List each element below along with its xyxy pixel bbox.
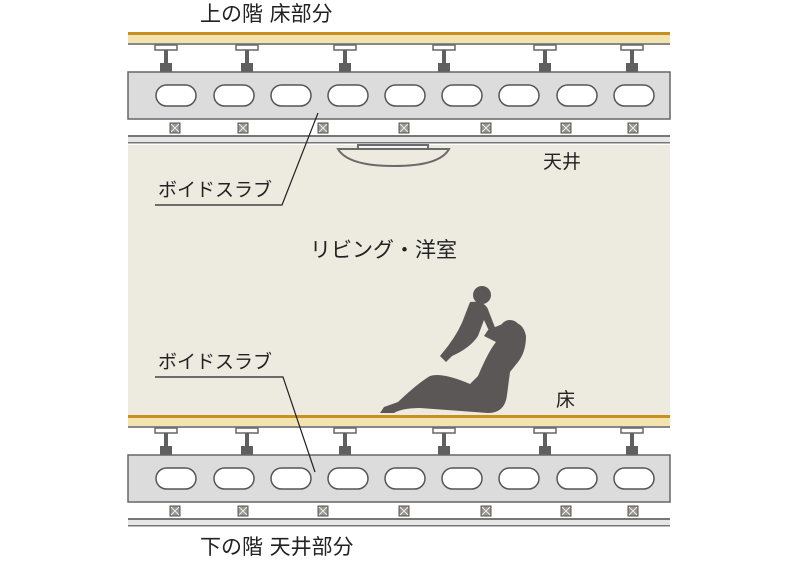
ceiling-joist-line xyxy=(128,518,670,520)
support-stem xyxy=(630,50,634,64)
room-label: リビング・洋室 xyxy=(310,238,457,262)
slab-void-hole xyxy=(441,467,483,490)
support-cap xyxy=(620,44,644,51)
support-cap xyxy=(432,44,456,51)
support-cap xyxy=(154,427,178,434)
floor-board xyxy=(128,35,670,43)
support-cap xyxy=(235,44,259,51)
ceiling-board xyxy=(128,137,670,142)
support-cap xyxy=(154,44,178,51)
ceiling-board-line xyxy=(128,525,670,527)
support-base xyxy=(339,63,351,72)
support-base xyxy=(438,446,450,455)
support-cap xyxy=(333,427,357,434)
support-cap xyxy=(620,427,644,434)
ceiling-hanger-cross xyxy=(481,123,491,133)
upper-floor-label: 上の階 床部分 xyxy=(200,2,333,26)
support-stem xyxy=(442,50,446,64)
ceiling-hanger-cross xyxy=(561,123,571,133)
support-stem xyxy=(442,433,446,447)
support-base xyxy=(160,63,172,72)
slab-void-hole xyxy=(384,467,426,490)
ceiling-hanger-cross xyxy=(318,506,328,516)
support-base xyxy=(339,446,351,455)
support-cap xyxy=(432,427,456,434)
slab-void-hole xyxy=(213,84,255,107)
floor-edge xyxy=(128,415,670,418)
ceiling-board xyxy=(128,520,670,525)
floor-base-line xyxy=(128,426,670,428)
ceiling-hanger-cross xyxy=(399,506,409,516)
support-cap xyxy=(333,44,357,51)
ceiling-hanger-cross xyxy=(318,123,328,133)
ceiling-hanger-cross xyxy=(238,123,248,133)
floor-base-line xyxy=(128,43,670,45)
leader-line-top xyxy=(155,112,319,206)
support-stem xyxy=(164,50,168,64)
ceiling-board-line xyxy=(128,142,670,144)
leader-line-bottom xyxy=(155,376,316,473)
floor-board xyxy=(128,418,670,426)
slab-void-hole xyxy=(498,467,540,490)
void-slab-label-top: ボイドスラブ xyxy=(158,179,273,201)
slab-void-hole xyxy=(270,84,312,107)
lower-ceiling-label: 下の階 天井部分 xyxy=(200,535,354,559)
support-cap xyxy=(533,44,557,51)
support-stem xyxy=(630,433,634,447)
support-base xyxy=(539,63,551,72)
support-base xyxy=(539,446,551,455)
support-stem xyxy=(164,433,168,447)
slab-void-hole xyxy=(556,84,598,107)
support-base xyxy=(626,63,638,72)
support-stem xyxy=(543,433,547,447)
slab-void-hole xyxy=(155,84,197,107)
ceiling-hanger-cross xyxy=(399,123,409,133)
slab-void-hole xyxy=(556,467,598,490)
upper-structure xyxy=(127,32,671,144)
support-stem xyxy=(343,433,347,447)
floor-edge xyxy=(128,32,670,35)
slab-void-hole xyxy=(613,467,655,490)
support-base xyxy=(241,446,253,455)
mother-baby-silhouette-icon xyxy=(380,286,526,413)
support-cap xyxy=(533,427,557,434)
support-base xyxy=(626,446,638,455)
slab-void-hole xyxy=(384,84,426,107)
support-cap xyxy=(235,427,259,434)
support-base xyxy=(438,63,450,72)
room-space xyxy=(128,145,670,415)
slab-void-hole xyxy=(441,84,483,107)
lower-structure xyxy=(127,415,671,527)
support-stem xyxy=(245,50,249,64)
support-base xyxy=(241,63,253,72)
ceiling-hanger-cross xyxy=(238,506,248,516)
floor-label: 床 xyxy=(556,389,576,411)
slab-void-hole xyxy=(498,84,540,107)
ceiling-light-icon xyxy=(336,144,451,168)
ceiling-hanger-cross xyxy=(170,506,180,516)
ceiling-label: 天井 xyxy=(543,151,582,173)
ceiling-hanger-cross xyxy=(628,506,638,516)
support-base xyxy=(160,446,172,455)
support-stem xyxy=(343,50,347,64)
slab-void-hole xyxy=(327,84,369,107)
slab-void-hole xyxy=(327,467,369,490)
slab-void-hole xyxy=(213,467,255,490)
ceiling-hanger-cross xyxy=(481,506,491,516)
ceiling-hanger-cross xyxy=(628,123,638,133)
void-slab-label-bottom: ボイドスラブ xyxy=(158,351,273,373)
ceiling-joist-line xyxy=(128,135,670,137)
ceiling-hanger-cross xyxy=(170,123,180,133)
slab-void-hole xyxy=(155,467,197,490)
support-stem xyxy=(543,50,547,64)
slab-void-hole xyxy=(613,84,655,107)
ceiling-hanger-cross xyxy=(561,506,571,516)
support-stem xyxy=(245,433,249,447)
slab-void-hole xyxy=(270,467,312,490)
